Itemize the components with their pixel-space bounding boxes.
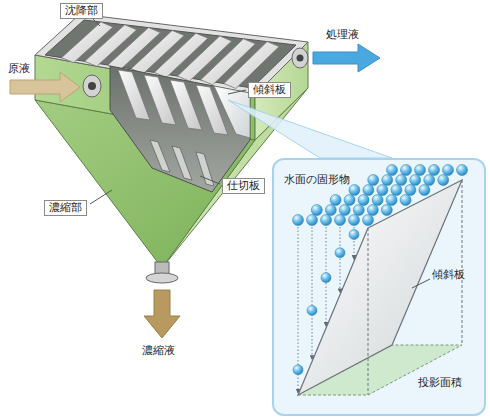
surface-particle [330,195,341,206]
flow-label: 濃縮液 [142,344,175,358]
settling-paths [293,227,359,393]
zoom-pointer [228,100,392,158]
surface-particle [396,175,407,186]
surface-particle [419,185,430,196]
settling-path [312,227,313,360]
inflow-arrow [10,72,80,102]
settling-particle [321,273,331,283]
flow-label: 原液 [8,62,30,76]
surface-particle [400,195,411,206]
surface-particle [424,175,435,186]
leader-line [90,190,112,204]
inclined-plate [214,86,250,138]
drain-flange [146,273,178,283]
surface-particle [363,215,374,226]
surface-particle [335,215,346,226]
inset-panel: 水面の固形物 [272,158,486,416]
settling-particle [307,305,317,315]
surface-particle [386,195,397,206]
flow-label: 処理液 [326,28,359,42]
settling-particle [349,230,359,240]
surface-particle [429,165,440,176]
surface-particle [410,175,421,186]
surface-particle [368,175,379,186]
inset-ground [272,158,486,416]
surface-particle [443,165,454,176]
sludge-arrow [144,290,180,338]
surface-particle [415,165,426,176]
surface-particle [381,205,392,216]
projection-line [462,180,463,345]
surface-particle [372,195,383,206]
part-label: 沈降部 [60,3,103,19]
partition-plate [150,140,170,172]
surface-particle [325,205,336,216]
outlet-bore [297,55,304,62]
surface-particle [367,205,378,216]
part-label: 傾斜板 [248,82,291,98]
leader-line [92,18,100,26]
part-label: 濃縮部 [44,200,87,216]
leader-line [412,279,430,288]
surface-particle [358,195,369,206]
inlet-flange [83,75,101,97]
surface-particle [457,165,468,176]
surface-particle [339,205,350,216]
part-label: 傾斜板 [432,268,465,282]
surface-particle [311,205,322,216]
inset-title: 水面の固形物 [284,173,350,187]
surface-particle [353,205,364,216]
part-label: 仕切板 [222,178,265,194]
surface-particle [377,185,388,196]
cutaway-contents [118,70,250,186]
settling-particle [293,365,303,375]
cutaway-interior [110,66,250,192]
surface-particle [391,185,402,196]
surface-particle [387,165,398,176]
surface-particle [293,215,304,226]
surface-particle [405,185,416,196]
projection-line [368,228,369,395]
surface-particle [382,175,393,186]
inclined-plate [298,180,462,395]
outflow-arrow [313,44,380,72]
surface-particle [363,185,374,196]
settling-particle [335,248,345,258]
leader-line [200,176,220,184]
surface-particle [321,215,332,226]
surface-particle [344,195,355,206]
surface-particle [349,185,360,196]
surface-particle [349,215,360,226]
surface-particle [401,165,412,176]
area-label: 投影面積 [418,376,462,390]
surface-particle [307,215,318,226]
outlet-flange [292,48,308,68]
inlet-bore [88,82,96,90]
surface-particle [438,175,449,186]
settling-path [340,227,341,293]
leader-line [228,90,246,94]
partition-plate [172,146,192,180]
